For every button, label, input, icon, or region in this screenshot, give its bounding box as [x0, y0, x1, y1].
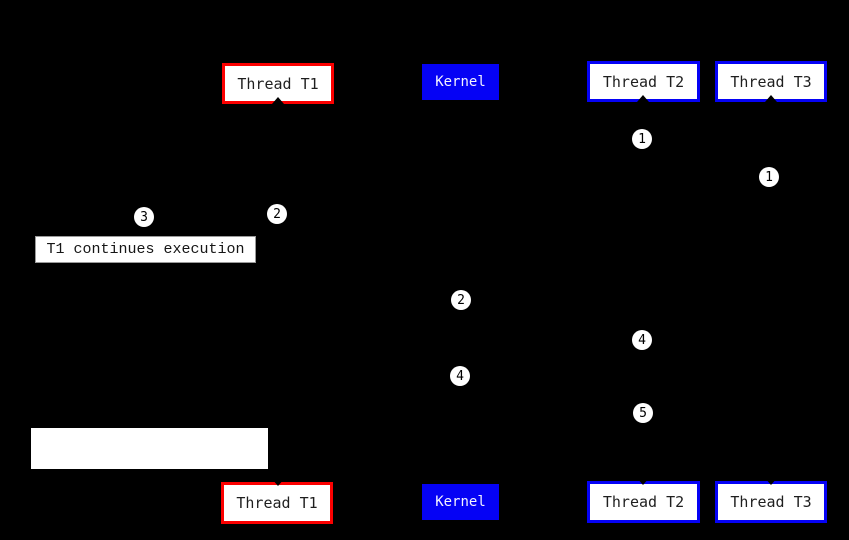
thread-t1-label: Thread T1: [237, 74, 319, 93]
thread-t2-box-bottom: Thread T2: [587, 481, 700, 523]
lifeline-notch-t1-top: [272, 97, 284, 104]
lifeline-notch-t2-bottom: [637, 478, 649, 485]
lifeline-notch-t3-bottom: [765, 478, 777, 485]
step-marker-5-thread-t2: 5: [633, 403, 653, 423]
kernel-box-top: Kernel: [422, 64, 499, 100]
step-marker-2-kernel: 2: [451, 290, 471, 310]
step-marker-2-thread-t1: 2: [267, 204, 287, 224]
step-marker-1-thread-t2: 1: [632, 129, 652, 149]
step-marker-4-thread-t2: 4: [632, 330, 652, 350]
thread-t3-label: Thread T3: [730, 493, 812, 511]
thread-t1-label: Thread T1: [236, 494, 318, 512]
thread-t1-box-bottom: Thread T1: [221, 482, 333, 524]
t1-continues-execution-note: T1 continues execution: [35, 236, 256, 263]
thread-t2-label: Thread T2: [602, 493, 685, 511]
lifeline-notch-t1-bottom: [272, 479, 284, 486]
step-marker-4-kernel: 4: [450, 366, 470, 386]
lifeline-notch-t2-top: [637, 95, 649, 102]
blank-note-box: [31, 428, 268, 469]
thread-t3-box-bottom: Thread T3: [715, 481, 827, 523]
thread-t2-label: Thread T2: [602, 72, 685, 91]
lifeline-notch-t3-top: [765, 95, 777, 102]
kernel-box-bottom: Kernel: [422, 484, 499, 520]
step-marker-1-thread-t3: 1: [759, 167, 779, 187]
step-marker-3: 3: [134, 207, 154, 227]
kernel-label: Kernel: [435, 494, 486, 510]
kernel-label: Kernel: [435, 74, 486, 90]
thread-t3-label: Thread T3: [730, 72, 812, 91]
